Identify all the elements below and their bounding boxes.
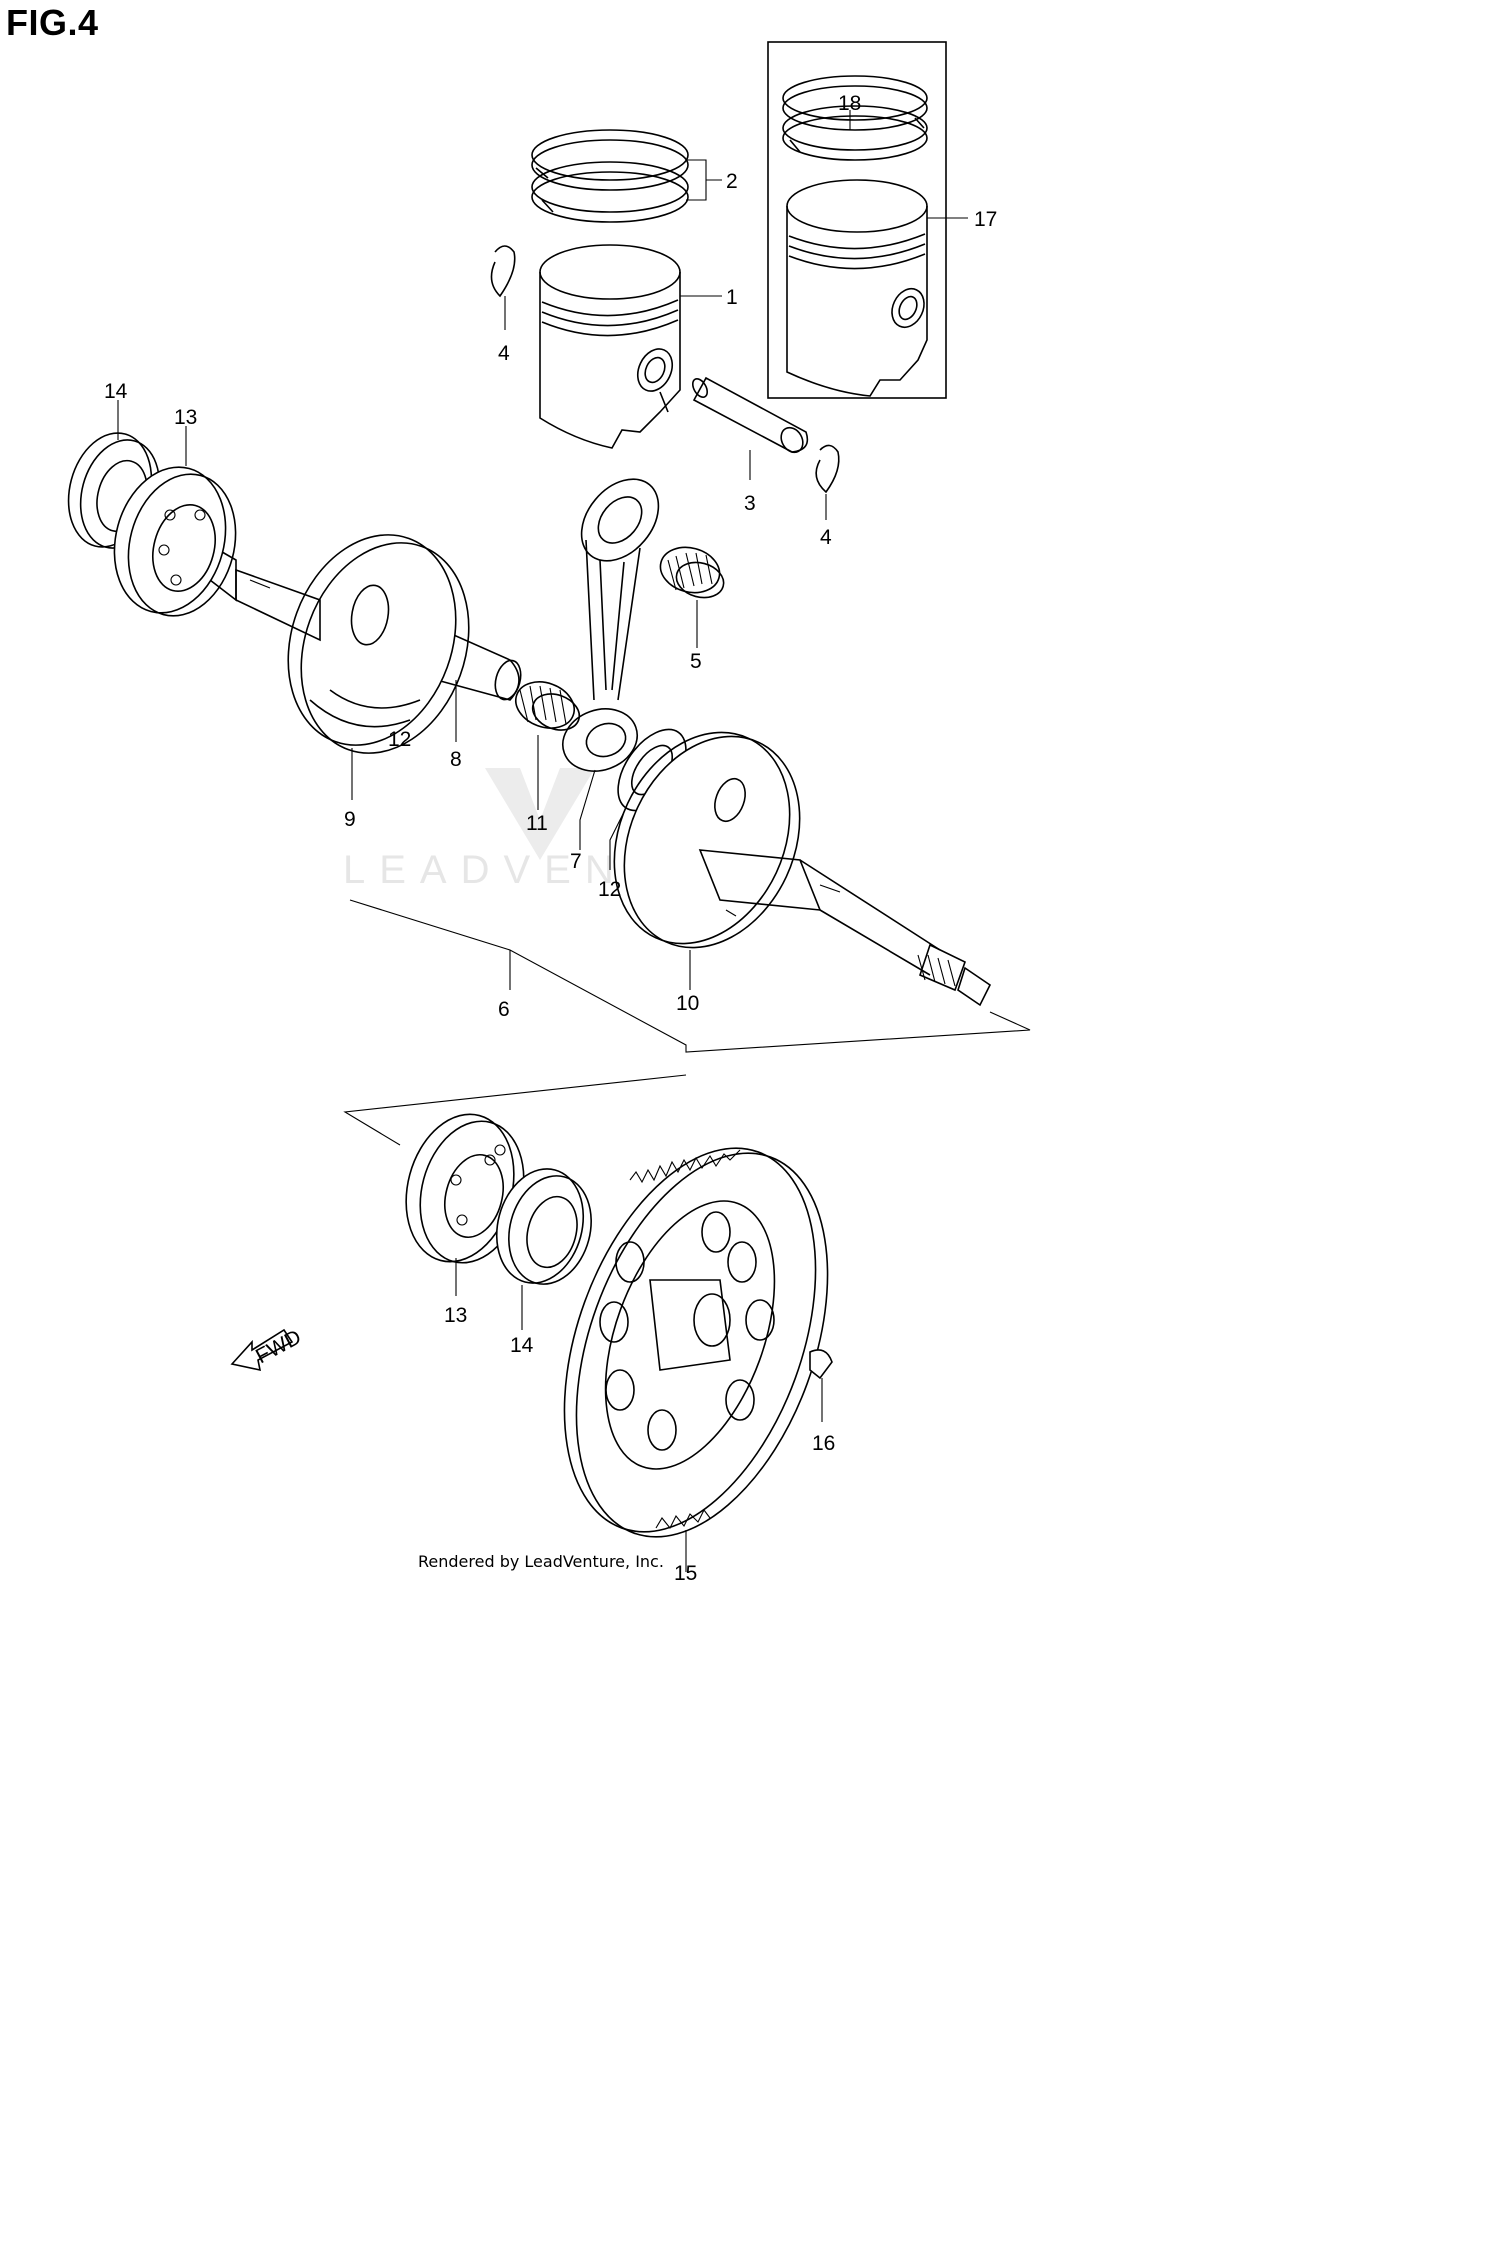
callout-4-right: 4	[820, 526, 832, 549]
callout-16: 16	[812, 1432, 835, 1455]
callout-3: 3	[744, 492, 756, 515]
callout-4-left: 4	[498, 342, 510, 365]
callout-leader-2	[686, 159, 722, 201]
callout-12-left: 12	[388, 728, 411, 751]
callout-13-lower: 13	[444, 1304, 467, 1327]
piston	[539, 244, 681, 449]
callout-7: 7	[570, 850, 582, 873]
fwd-label: FWD	[252, 1326, 305, 1369]
callout-6: 6	[498, 998, 510, 1021]
crank-half-right	[613, 731, 992, 1007]
connecting-rod	[562, 478, 660, 772]
crank-pin	[399, 619, 522, 701]
callout-11: 11	[526, 812, 548, 835]
piston-rings	[531, 129, 689, 223]
piston-set-box	[767, 41, 947, 399]
oil-seal-lower	[495, 1168, 592, 1285]
callout-1: 1	[726, 286, 738, 309]
callout-10: 10	[676, 992, 699, 1015]
piston-pin	[691, 376, 809, 454]
callout-13-upper: 13	[174, 406, 197, 429]
circlip-left	[490, 245, 516, 298]
callout-leader-7	[579, 769, 596, 850]
callout-12-right: 12	[598, 878, 621, 901]
callout-numbers: 2 1 4 3 4 5 18 17 14 13 12 8 9 11 7 12 6…	[104, 92, 997, 1582]
callout-14-upper: 14	[104, 380, 128, 403]
circlip-right	[815, 444, 840, 494]
fwd-arrow-icon: FWD	[230, 1326, 305, 1372]
callout-5: 5	[690, 650, 702, 673]
figure-title: FIG.4	[6, 2, 99, 43]
crankshaft-exploded-diagram: LEADVENTURE	[67, 41, 1031, 1582]
callout-15: 15	[674, 1562, 697, 1582]
callout-leader-12b	[609, 809, 626, 870]
crankshaft-assembly-bracket	[349, 899, 1031, 1053]
callout-14-lower: 14	[510, 1334, 534, 1357]
callout-17: 17	[974, 208, 997, 231]
primary-gear	[563, 1147, 829, 1538]
footer-credit: Rendered by LeadVenture, Inc.	[418, 1552, 664, 1571]
callout-8: 8	[450, 748, 462, 771]
main-bearing-upper	[113, 466, 237, 617]
crank-half-left	[195, 534, 470, 754]
callout-2: 2	[726, 170, 738, 193]
woodruff-key	[809, 1349, 833, 1380]
callout-9: 9	[344, 808, 356, 831]
lower-section-bracket	[343, 1074, 687, 1146]
small-end-bearing	[659, 546, 725, 599]
big-end-bearing	[515, 681, 581, 731]
callout-18: 18	[838, 92, 861, 115]
